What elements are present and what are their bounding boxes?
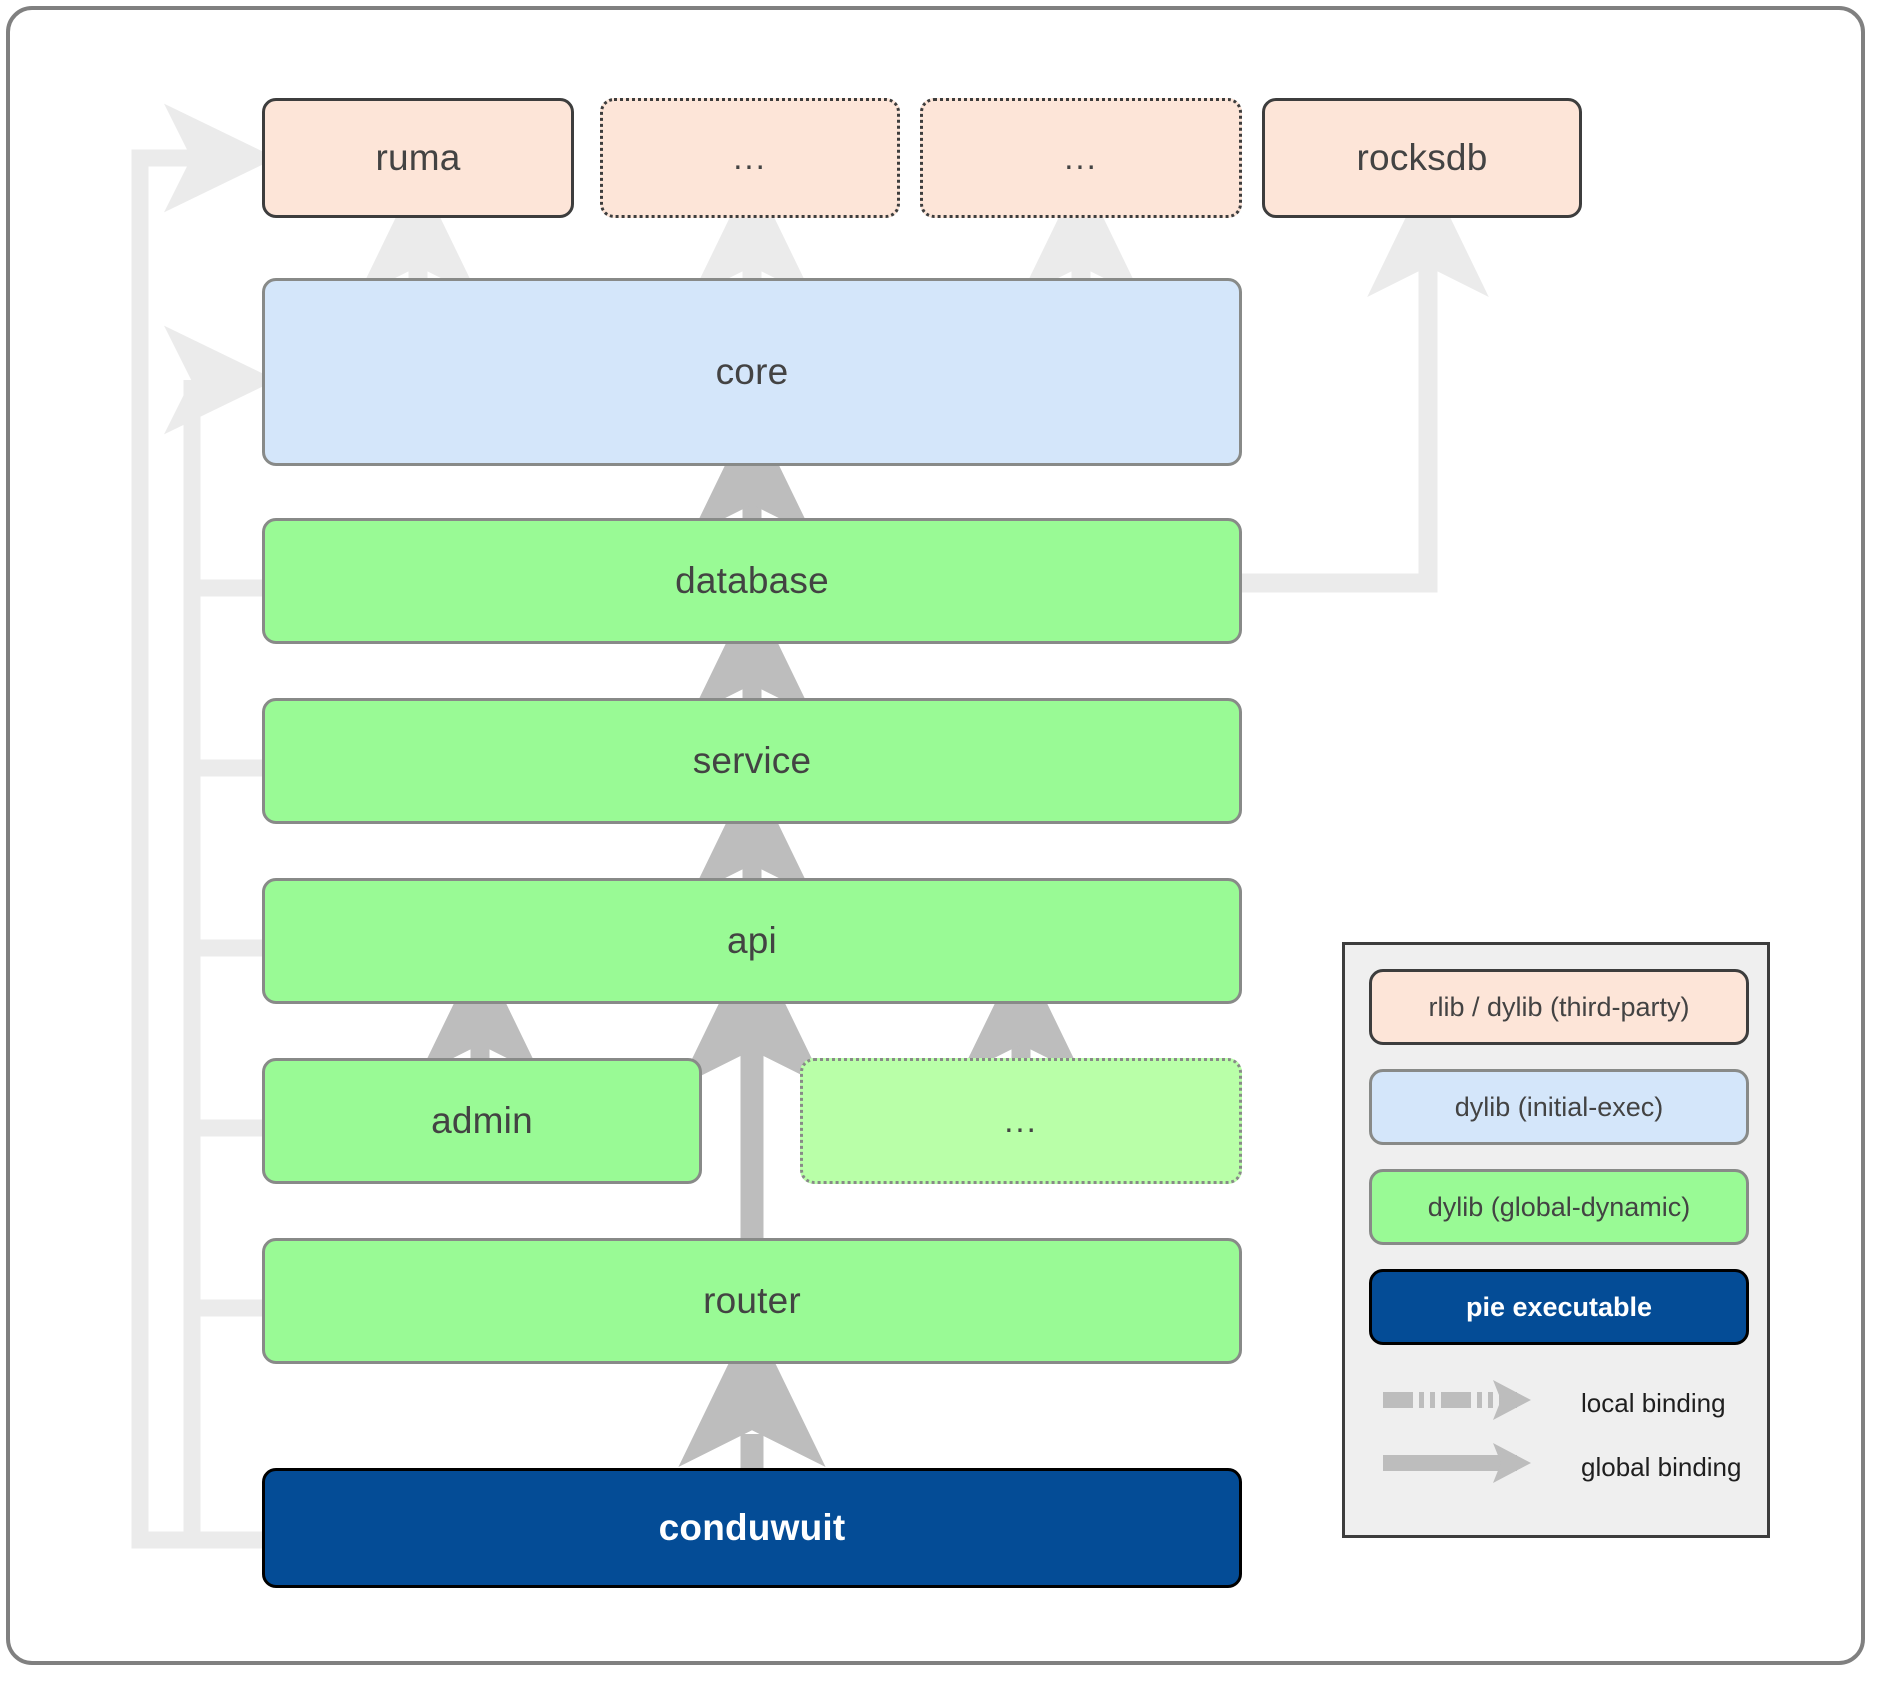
legend-swatch-third-party: rlib / dylib (third-party) — [1369, 969, 1749, 1045]
node-label-mid-dots: ... — [1004, 1102, 1038, 1139]
legend-label-local-binding: local binding — [1581, 1388, 1726, 1418]
legend-label-global-binding: global binding — [1581, 1452, 1742, 1482]
legend-panel: rlib / dylib (third-party) dylib (initia… — [1342, 942, 1770, 1538]
node-label-rocksdb: rocksdb — [1356, 137, 1488, 178]
legend-label-pie-executable: pie executable — [1465, 1291, 1653, 1322]
node-label-core: core — [715, 351, 789, 392]
legend-global-binding-arrow-icon — [1383, 1443, 1531, 1483]
node-conduwuit[interactable]: conduwuit — [262, 1468, 1242, 1588]
node-label-top-dots-1: ... — [733, 139, 767, 176]
legend-label-third-party: rlib / dylib (third-party) — [1428, 991, 1690, 1022]
legend-swatch-pie-executable: pie executable — [1369, 1269, 1749, 1345]
node-core[interactable]: core — [262, 278, 1242, 466]
legend-label-initial-exec: dylib (initial-exec) — [1454, 1091, 1664, 1122]
node-label-router: router — [703, 1280, 801, 1321]
node-admin[interactable]: admin — [262, 1058, 702, 1184]
node-label-ruma: ruma — [375, 137, 461, 178]
legend-swatch-initial-exec: dylib (initial-exec) — [1369, 1069, 1749, 1145]
node-label-service: service — [692, 740, 812, 781]
node-mid-dots[interactable]: ... — [800, 1058, 1242, 1184]
node-api[interactable]: api — [262, 878, 1242, 1004]
node-router[interactable]: router — [262, 1238, 1242, 1364]
node-rocksdb[interactable]: rocksdb — [1262, 98, 1582, 218]
node-label-api: api — [727, 920, 777, 961]
node-service[interactable]: service — [262, 698, 1242, 824]
legend-label-global-dynamic: dylib (global-dynamic) — [1427, 1191, 1691, 1222]
node-label-database: database — [675, 560, 829, 601]
node-label-top-dots-2: ... — [1064, 139, 1098, 176]
node-label-conduwuit: conduwuit — [658, 1507, 846, 1548]
legend-local-binding-arrow-icon — [1383, 1380, 1531, 1420]
node-label-admin: admin — [431, 1100, 533, 1141]
node-database[interactable]: database — [262, 518, 1242, 644]
node-top-dots-2[interactable]: ... — [920, 98, 1242, 218]
node-ruma[interactable]: ruma — [262, 98, 574, 218]
legend-swatch-global-dynamic: dylib (global-dynamic) — [1369, 1169, 1749, 1245]
node-top-dots-1[interactable]: ... — [600, 98, 900, 218]
